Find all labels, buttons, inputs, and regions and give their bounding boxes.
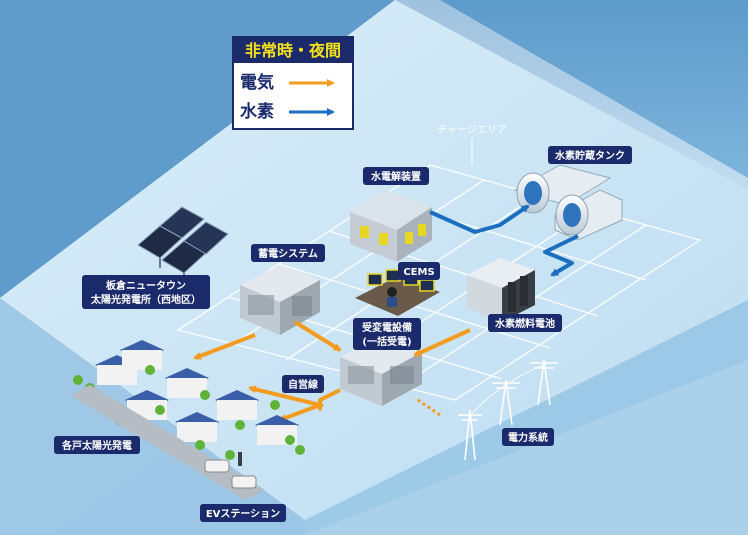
svg-text:水素燃料電池: 水素燃料電池 xyxy=(494,317,555,330)
ev-car-icon xyxy=(204,452,257,489)
grid-flow xyxy=(414,396,441,417)
label-solar-plant: 板倉ニュータウン 太陽光発電所（西地区） xyxy=(82,275,210,309)
svg-text:受変電設備: 受変電設備 xyxy=(362,321,412,334)
substation-icon xyxy=(340,336,422,406)
label-charge-area: チャージエリア xyxy=(437,124,507,136)
svg-text:蓄電システム: 蓄電システム xyxy=(258,247,318,260)
label-private-line: 自営線 xyxy=(282,375,324,393)
label-h2-tank: 水素貯蔵タンク xyxy=(548,146,632,164)
fuel-cell-icon xyxy=(467,258,535,322)
label-home-solar: 各戸太陽光発電 xyxy=(54,436,140,454)
back-wall xyxy=(0,0,748,190)
solar-plant-icon xyxy=(137,206,229,282)
label-fuel-cell: 水素燃料電池 xyxy=(488,314,562,332)
house-cluster xyxy=(95,340,299,445)
label-electrolyzer: 水電解装置 xyxy=(363,167,429,185)
svg-text:板倉ニュータウン: 板倉ニュータウン xyxy=(106,279,186,292)
electrolyzer-icon xyxy=(350,190,432,262)
svg-text:水電解装置: 水電解装置 xyxy=(370,170,421,183)
electricity-flow xyxy=(193,320,471,422)
hydrogen-flow xyxy=(429,204,579,277)
battery-storage-icon xyxy=(240,265,320,335)
svg-text:自営線: 自営線 xyxy=(288,378,318,391)
svg-text:太陽光発電所（西地区）: 太陽光発電所（西地区） xyxy=(90,293,201,306)
svg-text:EVステーション: EVステーション xyxy=(206,508,280,520)
svg-text:電力系統: 電力系統 xyxy=(508,431,548,444)
power-tower-icon xyxy=(458,359,558,461)
svg-text:(一括受電): (一括受電) xyxy=(362,335,411,348)
front-face-right xyxy=(305,300,748,535)
label-storage: 蓄電システム xyxy=(251,244,325,262)
hydrogen-tank-icon xyxy=(513,164,623,241)
svg-text:水素貯蔵タンク: 水素貯蔵タンク xyxy=(554,149,625,162)
legend-label-hydrogen: 水素 xyxy=(240,101,274,122)
svg-text:CEMS: CEMS xyxy=(403,267,434,278)
legend-title: 非常時・夜間 xyxy=(245,41,341,60)
svg-text:チャージエリア: チャージエリア xyxy=(437,124,507,136)
label-ev-station: EVステーション xyxy=(200,504,286,522)
svg-text:各戸太陽光発電: 各戸太陽光発電 xyxy=(61,439,132,452)
label-grid: 電力系統 xyxy=(502,428,554,446)
label-substation: 受変電設備 (一括受電) xyxy=(353,318,421,350)
legend: 非常時・夜間 電気 水素 xyxy=(232,36,354,130)
legend-label-electricity: 電気 xyxy=(240,72,274,93)
label-cems: CEMS xyxy=(398,262,440,280)
